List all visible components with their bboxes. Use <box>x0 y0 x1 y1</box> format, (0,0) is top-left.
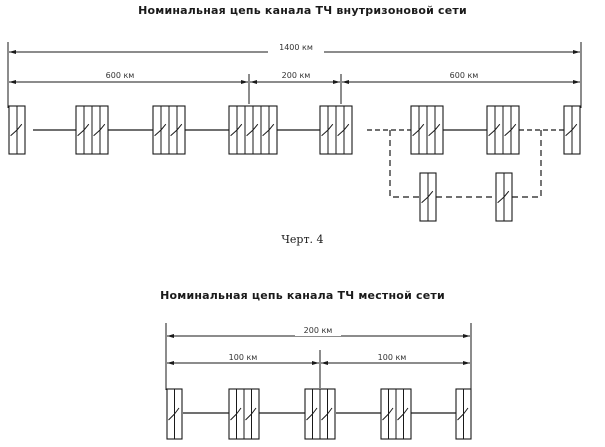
switch-icon <box>488 123 501 137</box>
switch-icon <box>230 407 242 421</box>
equipment-node-m2 <box>228 388 260 440</box>
switch-icon <box>412 123 425 137</box>
switch-icon <box>93 123 106 137</box>
equipment-node-m4 <box>380 388 412 440</box>
switch-icon <box>170 123 183 137</box>
switch-icon <box>230 123 243 137</box>
equipment-node-b1 <box>419 172 437 222</box>
equipment-node-n1 <box>8 105 26 155</box>
equipment-node-n4 <box>228 105 278 155</box>
switch-icon <box>168 407 180 421</box>
switch-icon <box>10 123 23 137</box>
switch-icon <box>321 407 333 421</box>
switch-icon <box>246 123 259 137</box>
switch-icon <box>421 190 434 204</box>
switch-icon <box>245 407 257 421</box>
figure2-title: Номинальная цепь канала ТЧ местной сети <box>160 289 445 302</box>
figure1-links <box>33 129 564 198</box>
switch-icon <box>321 123 334 137</box>
switch-icon <box>337 123 350 137</box>
figure2-nodes <box>166 388 472 440</box>
equipment-node-m5 <box>455 388 472 440</box>
switch-icon <box>397 407 409 421</box>
label-seg3: 600 км <box>450 71 479 80</box>
equipment-node-n2 <box>75 105 109 155</box>
switch-icon <box>77 123 90 137</box>
switch-icon <box>457 407 469 421</box>
switch-icon <box>428 123 441 137</box>
label2-total: 200 км <box>304 326 333 335</box>
equipment-node-n5 <box>319 105 353 155</box>
equipment-node-n6 <box>410 105 444 155</box>
switch-icon <box>154 123 167 137</box>
figure2-dim-labels: 200 км 100 км 100 км <box>229 326 407 362</box>
figure1-caption: Черт. 4 <box>281 233 324 246</box>
label-seg2: 200 км <box>282 71 311 80</box>
label-seg1: 600 км <box>106 71 135 80</box>
figure1-dim-labels: 1400 км 600 км 200 км 600 км <box>106 43 479 80</box>
equipment-node-m3 <box>304 388 336 440</box>
switch-icon <box>565 123 578 137</box>
figure1-nodes <box>8 105 581 222</box>
label2-seg2: 100 км <box>378 353 407 362</box>
figure1-title: Номинальная цепь канала ТЧ внутризоновой… <box>138 4 467 17</box>
equipment-node-n7 <box>486 105 520 155</box>
switch-icon <box>306 407 318 421</box>
switch-icon <box>262 123 275 137</box>
equipment-node-n8 <box>563 105 581 155</box>
switch-icon <box>382 407 394 421</box>
label2-seg1: 100 км <box>229 353 258 362</box>
equipment-node-n3 <box>152 105 186 155</box>
equipment-node-m1 <box>166 388 183 440</box>
switch-icon <box>497 190 510 204</box>
switch-icon <box>504 123 517 137</box>
label-total: 1400 км <box>279 43 313 52</box>
equipment-node-b2 <box>495 172 513 222</box>
